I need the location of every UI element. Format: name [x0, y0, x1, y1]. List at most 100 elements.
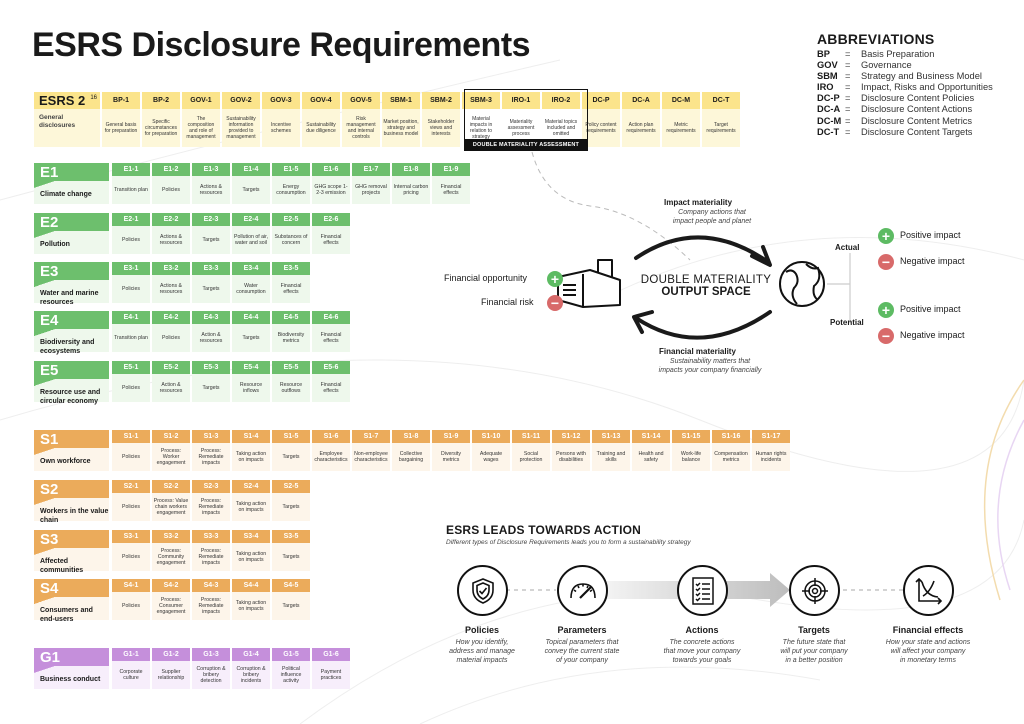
standard-code: E3: [40, 263, 59, 280]
target-icon: [800, 576, 830, 606]
flow-step-desc: The future state that: [782, 639, 846, 646]
factory-icon: [557, 259, 621, 308]
requirement-desc: Targets: [192, 226, 230, 254]
requirement-code: DC-M: [662, 92, 700, 109]
potential-negative-label: Negative impact: [900, 330, 965, 340]
abbreviation-row: GOV=Governance: [817, 60, 993, 71]
requirement-code: DC-T: [702, 92, 740, 109]
flow-step-title: Actions: [685, 625, 719, 635]
requirement-code: DC-P: [582, 92, 620, 109]
abbreviation-key: DC-T: [817, 126, 840, 137]
requirement-code: E4-6: [312, 311, 350, 324]
financial-materiality-desc2: impacts your company financially: [658, 367, 762, 374]
requirement-code: E2-5: [272, 213, 310, 226]
requirement-code: S4-4: [232, 579, 270, 592]
abbreviation-key: IRO: [817, 82, 834, 93]
requirement-code: S4-1: [112, 579, 150, 592]
abbreviation-value: Disclosure Content Actions: [861, 104, 973, 115]
financial-opportunity-label: Financial opportunity: [444, 273, 528, 283]
requirement-desc: Process: Value chain workers engagement: [152, 493, 190, 521]
flow-step-parameters-circle: [557, 565, 608, 616]
requirement-desc: Targets: [272, 493, 310, 521]
requirement-code: E2-4: [232, 213, 270, 226]
equals-sign: =: [845, 115, 851, 126]
minus-icon: −: [878, 328, 894, 344]
standard-code: S4: [40, 580, 59, 597]
requirement-desc: Material topics included and omitted: [544, 118, 578, 138]
gauge-icon: [567, 576, 599, 606]
requirement-desc: Corruption & bribery incidents: [232, 661, 270, 689]
requirement-code: S3-2: [152, 530, 190, 543]
requirement-desc: Process: Community engagement: [152, 543, 190, 571]
standard-code: S2: [40, 481, 59, 498]
financial-materiality-desc1: Sustainability matters that: [669, 358, 751, 365]
requirement-desc: Process: Consumer engagement: [152, 592, 190, 620]
abbreviation-value: Basis Preparation: [861, 49, 935, 59]
requirement-desc: Taking action on impacts: [232, 543, 270, 571]
standard-name: Water and marine resources: [40, 290, 99, 306]
abbreviation-value: Strategy and Business Model: [861, 71, 982, 82]
equals-sign: =: [845, 104, 851, 115]
requirement-desc: Supplier relationship: [152, 661, 190, 689]
requirement-desc: Taking action on impacts: [232, 592, 270, 620]
requirement-desc: Policies: [112, 226, 150, 254]
requirement-code: S3-1: [112, 530, 150, 543]
requirement-code: E2-2: [152, 213, 190, 226]
requirement-desc: Water consumption: [232, 275, 270, 303]
equals-sign: =: [845, 126, 851, 137]
abbreviation-key: SBM: [817, 71, 838, 82]
abbreviation-row: DC-A=Disclosure Content Actions: [817, 104, 993, 115]
financial-materiality-title: Financial materiality: [659, 347, 736, 356]
standard-name: Biodiversity and ecosystems: [40, 339, 95, 355]
standard-code: G1: [40, 649, 61, 666]
requirement-code: S2-3: [192, 480, 230, 493]
abbreviation-row: SBM=Strategy and Business Model: [817, 71, 993, 82]
action-section-title: ESRS LEADS TOWARDS ACTION: [446, 523, 642, 537]
checklist-icon: [690, 576, 716, 606]
